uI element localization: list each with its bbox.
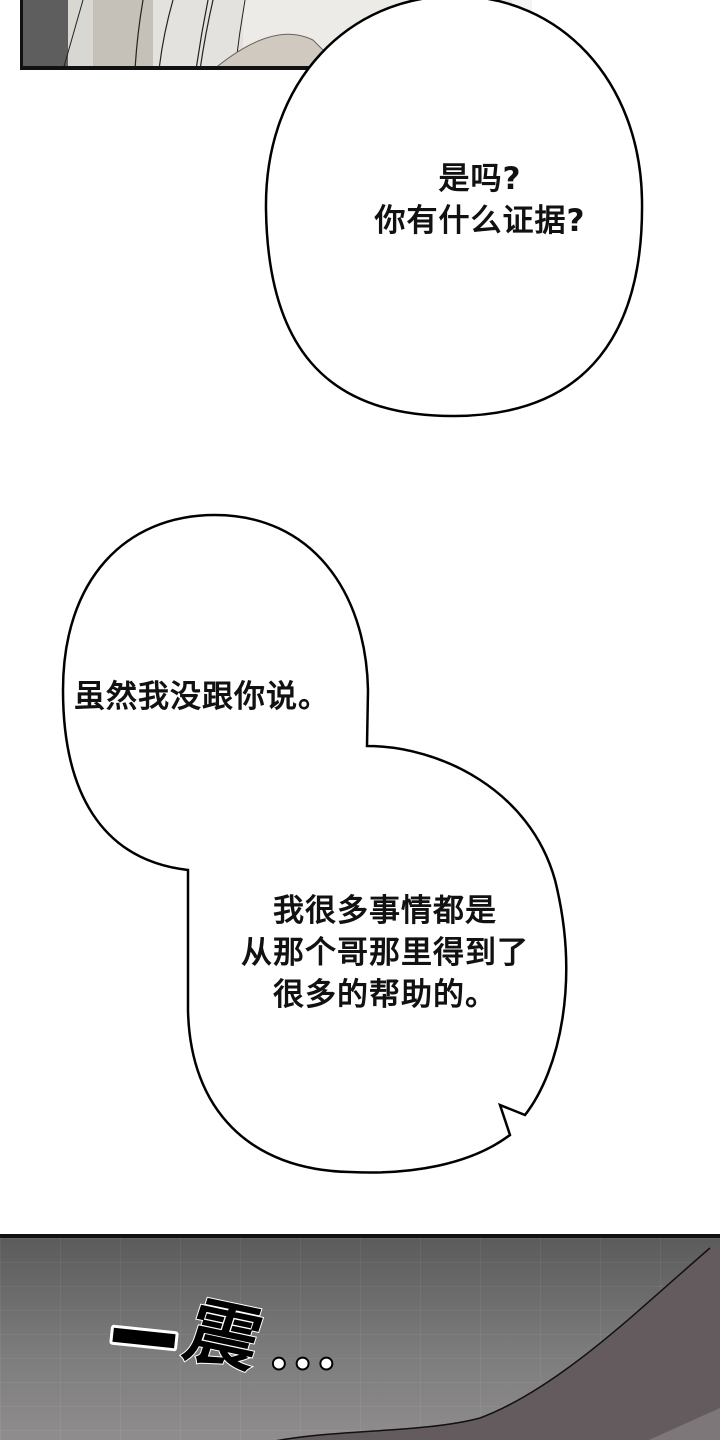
sfx-char: 震 [175, 1287, 274, 1384]
speech-bubble-3-text: 我很多事情都是 从那个哥那里得到了 很多的帮助的。 [241, 893, 529, 1013]
panel-artwork [63, 0, 424, 66]
top-illustration-panel [20, 0, 532, 70]
panel-edge [512, 0, 532, 72]
speech-bubble-2-3-outline [61, 513, 568, 1174]
floor-shape [276, 1244, 720, 1440]
sfx-ellipsis: ••• [267, 1345, 340, 1385]
speech-bubble-2-text: 虽然我没跟你说。 [74, 679, 330, 715]
speech-bubble-1-text: 是吗? 你有什么证据? [374, 161, 586, 239]
sound-effect: 震 ••• [109, 1287, 370, 1410]
sfx-dash [109, 1324, 179, 1352]
